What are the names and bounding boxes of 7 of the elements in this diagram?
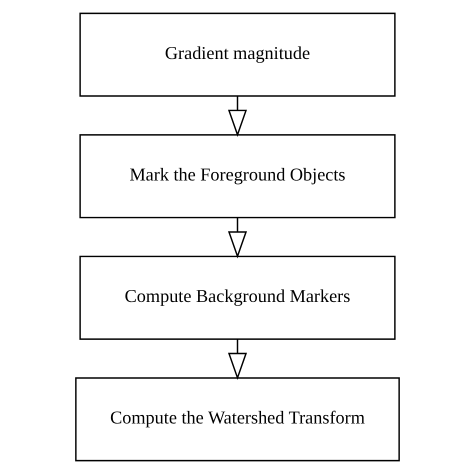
arrow — [227, 218, 247, 258]
node-box: Mark the Foreground Objects — [78, 134, 396, 218]
node-box: Gradient magnitude — [78, 12, 396, 97]
node-box: Compute Background Markers — [78, 256, 396, 340]
node-box: Compute the Watershed Transform — [74, 377, 400, 462]
arrow — [227, 96, 247, 137]
arrow — [227, 339, 247, 380]
